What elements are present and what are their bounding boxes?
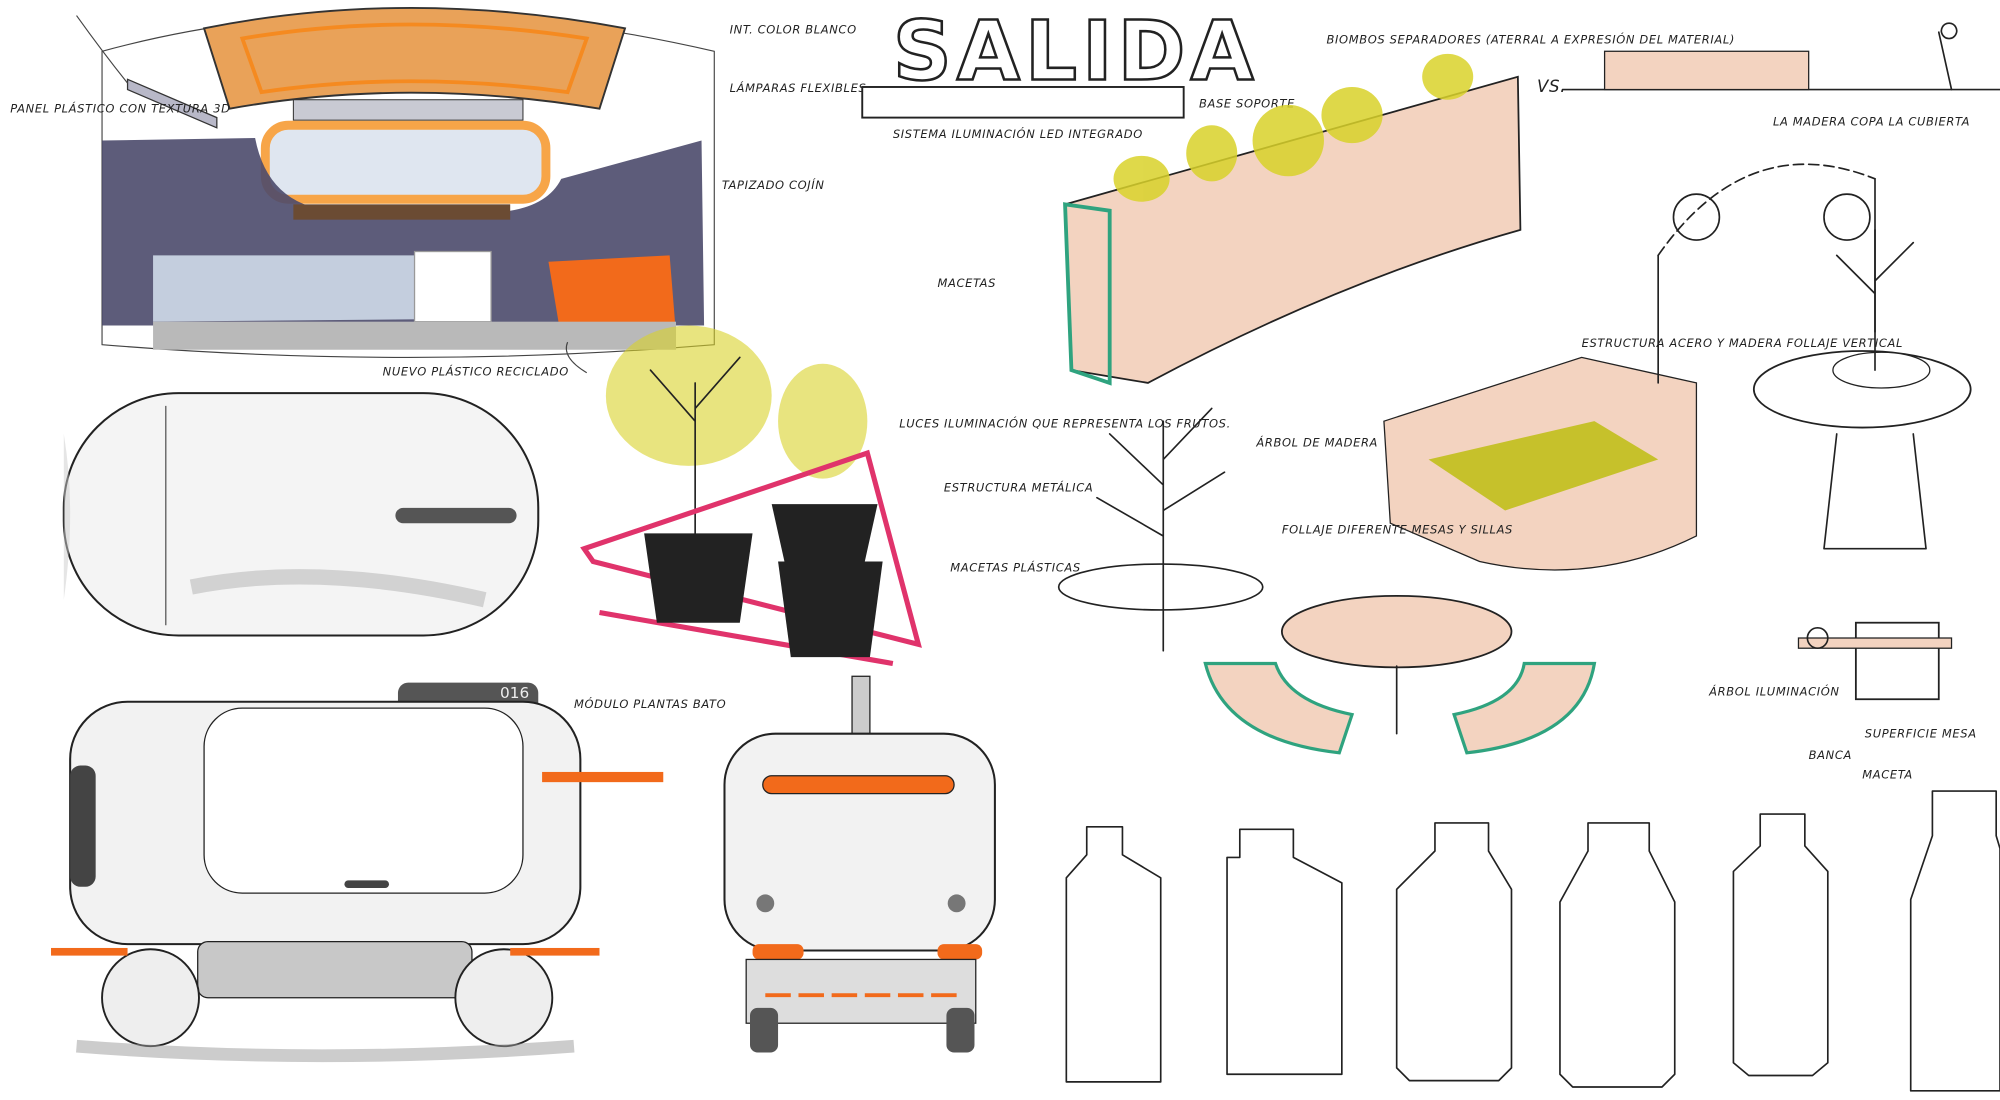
picnic-table-sketch: FOLLAJE DIFERENTE MESAS Y SILLAS <box>1203 522 1597 755</box>
bottle <box>1909 790 2000 1092</box>
bottle <box>1559 822 1676 1088</box>
label-table-surface: SUPERFICIE MESA <box>1865 727 1977 741</box>
roof-light-panel <box>202 6 627 110</box>
vehicle-number: 016 <box>500 684 529 702</box>
vehicle-top-view <box>62 392 540 637</box>
label-plastic-pots: MACETAS PLÁSTICAS <box>950 560 1081 575</box>
label-led: SISTEMA ILUMINACIÓN LED INTEGRADO <box>893 126 1143 141</box>
lighting-tree-sketch: LUCES ILUMINACIÓN QUE REPRESENTA LOS FRU… <box>899 407 1378 652</box>
tree-bench-sketch: LA MADERA COPA LA CUBIERTA ÁRBOL ILUMINA… <box>1657 114 1977 781</box>
label-metal-structure: ESTRUCTURA METÁLICA <box>944 479 1093 494</box>
label-vs: VS. <box>1537 77 1566 96</box>
orange-box <box>548 255 677 339</box>
vehicle-front-view <box>723 675 996 1053</box>
wheel <box>101 948 200 1048</box>
side-light <box>542 771 664 783</box>
salida-sign-sketch: SALIDA BASE SOPORTE VS. <box>861 3 2000 119</box>
label-module: MÓDULO PLANTAS BATO <box>574 696 726 711</box>
bottle <box>1732 813 1829 1077</box>
label-wood-cover: LA MADERA COPA LA CUBIERTA <box>1773 114 1970 128</box>
pot <box>771 504 878 562</box>
vehicle-side-view: 016 <box>51 682 664 1063</box>
label-steel-structure: ESTRUCTURA ACERO Y MADERA FOLLAJE VERTIC… <box>1582 336 1903 350</box>
planter-screen-sketch: BIOMBOS SEPARADORES (ATERRAL A EXPRESIÓN… <box>938 32 1735 386</box>
label-foliage: FOLLAJE DIFERENTE MESAS Y SILLAS <box>1282 522 1513 536</box>
label-base: BASE SOPORTE <box>1199 96 1295 110</box>
bottle <box>1065 825 1162 1083</box>
hanger-bar <box>126 78 218 129</box>
cushion <box>153 255 434 322</box>
sign-word: SALIDA <box>893 4 1259 99</box>
label-recycled: NUEVO PLÁSTICO RECICLADO <box>383 363 569 378</box>
textured-panel <box>260 120 551 204</box>
label-screens: BIOMBOS SEPARADORES (ATERRAL A EXPRESIÓN… <box>1327 32 1735 47</box>
bottle <box>1395 822 1513 1082</box>
pot <box>644 533 753 623</box>
seating-area-sketch: ESTRUCTURA ACERO Y MADERA FOLLAJE VERTIC… <box>1383 336 1903 571</box>
label-lamps: LÁMPARAS FLEXIBLES <box>730 80 867 95</box>
bottle-sketches <box>1065 790 2000 1092</box>
label-bench: BANCA <box>1809 748 1852 762</box>
label-wood-tree: ÁRBOL DE MADERA <box>1255 435 1378 450</box>
bottle <box>1226 828 1343 1076</box>
label-lights: LUCES ILUMINACIÓN QUE REPRESENTA LOS FRU… <box>899 416 1231 431</box>
wheel <box>454 948 554 1048</box>
plant-module-sketch: ESTRUCTURA METÁLICA MACETAS PLÁSTICAS MÓ… <box>574 325 1093 711</box>
label-pots: MACETAS <box>938 276 997 290</box>
front-light-bar <box>762 775 955 795</box>
vehicle-interior-sketch: PANEL PLÁSTICO CON TEXTURA 3D INT. COLOR… <box>10 6 867 374</box>
label-pot: MACETA <box>1862 767 1913 781</box>
label-tree-light: ÁRBOL ILUMINACIÓN <box>1708 683 1839 698</box>
label-upholstery: TAPIZADO COJÍN <box>722 177 825 192</box>
pot <box>778 561 883 658</box>
label-interior: INT. COLOR BLANCO <box>730 22 857 36</box>
label-panel: PANEL PLÁSTICO CON TEXTURA 3D <box>10 100 230 115</box>
